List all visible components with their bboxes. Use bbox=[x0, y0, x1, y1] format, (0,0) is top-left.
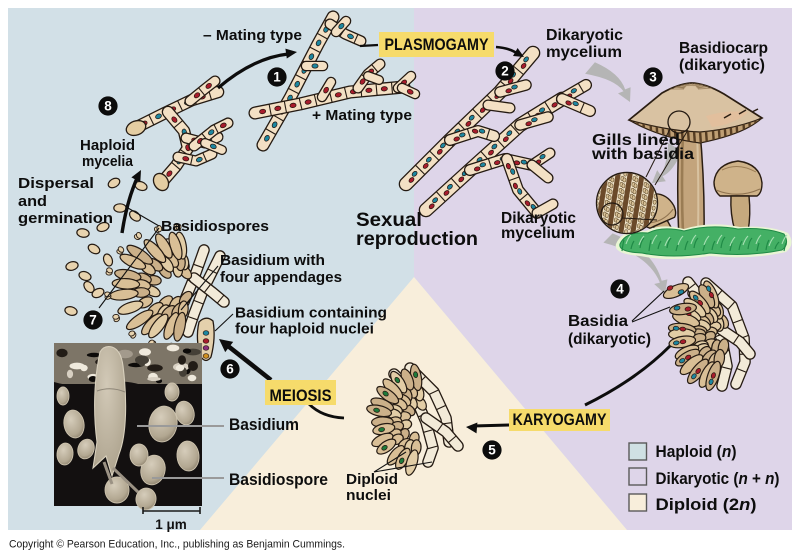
svg-text:four haploid nuclei: four haploid nuclei bbox=[235, 322, 374, 338]
svg-text:four appendages: four appendages bbox=[220, 270, 342, 286]
svg-text:2: 2 bbox=[501, 64, 509, 79]
svg-text:8: 8 bbox=[104, 99, 112, 114]
svg-text:with basidia: with basidia bbox=[591, 146, 694, 163]
svg-text:Haploid (n): Haploid (n) bbox=[656, 442, 737, 461]
svg-text:Haploid: Haploid bbox=[80, 137, 135, 154]
svg-text:MEIOSIS: MEIOSIS bbox=[270, 386, 332, 405]
svg-text:1: 1 bbox=[273, 70, 281, 85]
svg-text:Copyright © Pearson Education,: Copyright © Pearson Education, Inc., pub… bbox=[9, 539, 345, 551]
svg-text:mycelium: mycelium bbox=[501, 225, 575, 242]
svg-text:Basidiocarp: Basidiocarp bbox=[679, 40, 768, 57]
svg-text:+ Mating type: + Mating type bbox=[312, 108, 412, 124]
svg-text:Dispersal: Dispersal bbox=[18, 175, 94, 192]
svg-text:Basidium: Basidium bbox=[229, 416, 299, 434]
svg-text:germination: germination bbox=[18, 210, 113, 227]
svg-text:(dikaryotic): (dikaryotic) bbox=[679, 57, 765, 74]
svg-text:Gills lined: Gills lined bbox=[592, 132, 680, 149]
svg-text:Dikaryotic: Dikaryotic bbox=[546, 27, 623, 44]
svg-text:Basidium containing: Basidium containing bbox=[235, 306, 387, 322]
svg-text:(dikaryotic): (dikaryotic) bbox=[568, 331, 651, 348]
svg-text:Dikaryotic: Dikaryotic bbox=[501, 210, 576, 227]
svg-text:PLASMOGAMY: PLASMOGAMY bbox=[385, 35, 490, 54]
svg-text:mycelia: mycelia bbox=[82, 153, 134, 170]
svg-text:Basidiospore: Basidiospore bbox=[229, 471, 328, 489]
svg-text:3: 3 bbox=[649, 70, 657, 85]
svg-text:7: 7 bbox=[89, 313, 97, 328]
svg-text:5: 5 bbox=[488, 443, 496, 458]
svg-text:and: and bbox=[18, 193, 47, 210]
svg-text:Dikaryotic (n + n): Dikaryotic (n + n) bbox=[656, 469, 780, 488]
svg-text:1 μm: 1 μm bbox=[155, 517, 187, 532]
svg-text:Diploid (2n): Diploid (2n) bbox=[656, 495, 757, 514]
svg-text:nuclei: nuclei bbox=[346, 487, 391, 504]
svg-text:Basidium with: Basidium with bbox=[220, 253, 325, 269]
svg-text:Sexual: Sexual bbox=[356, 209, 422, 231]
svg-text:Diploid: Diploid bbox=[346, 471, 398, 488]
svg-text:– Mating type: – Mating type bbox=[203, 28, 302, 44]
svg-text:6: 6 bbox=[226, 362, 234, 377]
svg-text:Basidia: Basidia bbox=[568, 313, 628, 330]
svg-text:4: 4 bbox=[616, 282, 624, 297]
svg-text:Basidiospores: Basidiospores bbox=[161, 218, 269, 235]
svg-text:KARYOGAMY: KARYOGAMY bbox=[513, 410, 608, 429]
svg-text:reproduction: reproduction bbox=[356, 228, 478, 250]
svg-text:mycelium: mycelium bbox=[546, 44, 622, 61]
